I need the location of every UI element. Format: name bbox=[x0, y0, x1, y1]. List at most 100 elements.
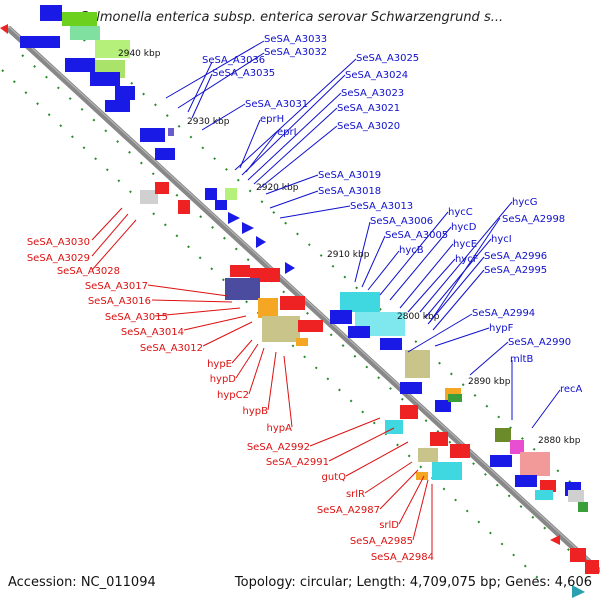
gene-arrow bbox=[256, 236, 266, 248]
gene-block bbox=[258, 298, 278, 318]
gene-block bbox=[280, 296, 305, 310]
gene-block bbox=[155, 148, 175, 160]
gene-label[interactable]: eprI bbox=[277, 127, 297, 138]
gene-label[interactable]: SeSA_A3031 bbox=[245, 99, 308, 110]
gene-label[interactable]: SeSA_A2998 bbox=[502, 214, 565, 225]
gene-label[interactable]: srlD bbox=[379, 520, 399, 531]
gene-block bbox=[585, 560, 599, 574]
gene-label[interactable]: SeSA_A3024 bbox=[345, 70, 408, 81]
gene-label[interactable]: SeSA_A2996 bbox=[484, 251, 547, 262]
gene-block bbox=[400, 405, 418, 419]
gene-block bbox=[298, 320, 323, 332]
gene-label[interactable]: SeSA_A2991 bbox=[266, 457, 329, 468]
gene-block bbox=[400, 382, 422, 394]
accession-text: Accession: NC_011094 bbox=[8, 575, 156, 590]
gene-label[interactable]: hycE bbox=[453, 239, 477, 250]
gene-label[interactable]: SeSA_A3017 bbox=[85, 281, 148, 292]
gene-block bbox=[115, 86, 135, 100]
gene-label[interactable]: SeSA_A3032 bbox=[264, 47, 327, 58]
gene-label[interactable]: SeSA_A2992 bbox=[247, 442, 310, 453]
gene-label[interactable]: SeSA_A3028 bbox=[57, 266, 120, 277]
gene-label[interactable]: hypD bbox=[210, 374, 237, 385]
gene-label[interactable]: SeSA_A3023 bbox=[341, 88, 404, 99]
gene-block bbox=[330, 310, 352, 324]
gene-label[interactable]: SeSA_A3020 bbox=[337, 121, 400, 132]
gene-label[interactable]: hycC bbox=[448, 207, 473, 218]
gene-label[interactable]: SeSA_A3013 bbox=[350, 201, 413, 212]
gene-block bbox=[405, 350, 430, 378]
gene-block bbox=[578, 502, 588, 512]
gene-label[interactable]: hycB bbox=[399, 245, 424, 256]
gene-block bbox=[225, 188, 237, 200]
gene-block bbox=[225, 278, 260, 300]
gene-block bbox=[340, 292, 380, 312]
gene-label[interactable]: hypC2 bbox=[217, 390, 249, 401]
gene-label[interactable]: SeSA_A2987 bbox=[317, 505, 380, 516]
gene-label[interactable]: SeSA_A3030 bbox=[27, 237, 90, 248]
gene-arrow bbox=[242, 222, 254, 234]
gene-arrow bbox=[228, 212, 240, 224]
tick-label: 2880 kbp bbox=[538, 436, 581, 446]
gene-label[interactable]: SeSA_A2990 bbox=[508, 337, 571, 348]
gene-block bbox=[205, 188, 217, 200]
gene-label[interactable]: SeSA_A3035 bbox=[212, 68, 275, 79]
gene-label[interactable]: SeSA_A3021 bbox=[337, 103, 400, 114]
gene-label[interactable]: srlR bbox=[346, 489, 365, 500]
gene-block bbox=[40, 5, 62, 21]
tick-label: 2940 kbp bbox=[118, 49, 161, 59]
gene-block bbox=[140, 128, 165, 142]
gene-label[interactable]: SeSA_A2995 bbox=[484, 265, 547, 276]
gene-block bbox=[296, 338, 308, 346]
gene-label[interactable]: hycF bbox=[455, 254, 479, 265]
gene-label[interactable]: hycG bbox=[512, 197, 538, 208]
gene-label[interactable]: hypF bbox=[489, 323, 514, 334]
gene-label[interactable]: hycD bbox=[451, 222, 477, 233]
gene-label[interactable]: eprH bbox=[260, 114, 284, 125]
tick-label: 2800 kbp bbox=[397, 312, 440, 322]
gene-label[interactable]: SeSA_A3012 bbox=[140, 343, 203, 354]
gene-label[interactable]: SeSA_A3019 bbox=[318, 170, 381, 181]
tick-label: 2930 kbp bbox=[187, 117, 230, 127]
gene-label[interactable]: SeSA_A3005 bbox=[385, 230, 448, 241]
gene-block bbox=[140, 190, 158, 204]
gene-block bbox=[168, 128, 174, 136]
gene-block bbox=[448, 394, 462, 402]
gene-label[interactable]: SeSA_A3016 bbox=[88, 296, 151, 307]
gene-block bbox=[385, 420, 403, 434]
gene-arrow bbox=[572, 585, 585, 598]
gene-label[interactable]: SeSA_A2985 bbox=[350, 536, 413, 547]
gene-block bbox=[540, 480, 556, 492]
gene-label[interactable]: hypA bbox=[267, 423, 293, 434]
gene-block bbox=[380, 338, 402, 350]
gene-label[interactable]: SeSA_A3018 bbox=[318, 186, 381, 197]
gene-label[interactable]: SeSA_A3033 bbox=[264, 34, 327, 45]
gene-block bbox=[348, 326, 370, 338]
gene-block bbox=[178, 200, 190, 214]
gene-label[interactable]: SeSA_A3014 bbox=[121, 327, 184, 338]
gene-label[interactable]: SeSA_A3036 bbox=[202, 55, 265, 66]
gene-label[interactable]: recA bbox=[560, 384, 583, 395]
gene-block bbox=[515, 475, 537, 487]
gene-block bbox=[568, 490, 584, 502]
gene-block bbox=[450, 444, 470, 458]
gene-block bbox=[262, 316, 300, 342]
gene-label[interactable]: hypB bbox=[243, 406, 269, 417]
gene-label[interactable]: SeSA_A3006 bbox=[370, 216, 433, 227]
tick-label: 2910 kbp bbox=[327, 250, 370, 260]
gene-label[interactable]: mltB bbox=[510, 354, 533, 365]
tick-label: 2920 kbp bbox=[256, 183, 299, 193]
gene-label[interactable]: SeSA_A3015 bbox=[105, 312, 168, 323]
gene-block bbox=[535, 490, 553, 500]
gene-label[interactable]: SeSA_A3029 bbox=[27, 253, 90, 264]
gene-label[interactable]: hypE bbox=[207, 359, 232, 370]
gene-block bbox=[418, 448, 438, 462]
tick-label: 2890 kbp bbox=[468, 377, 511, 387]
gene-label[interactable]: hycI bbox=[491, 234, 512, 245]
gene-label[interactable]: SeSA_A2994 bbox=[472, 308, 535, 319]
gene-label[interactable]: gutQ bbox=[322, 472, 347, 483]
gene-label[interactable]: SeSA_A3025 bbox=[356, 53, 419, 64]
gene-arrow bbox=[285, 262, 295, 274]
gene-label[interactable]: SeSA_A2984 bbox=[371, 552, 434, 563]
